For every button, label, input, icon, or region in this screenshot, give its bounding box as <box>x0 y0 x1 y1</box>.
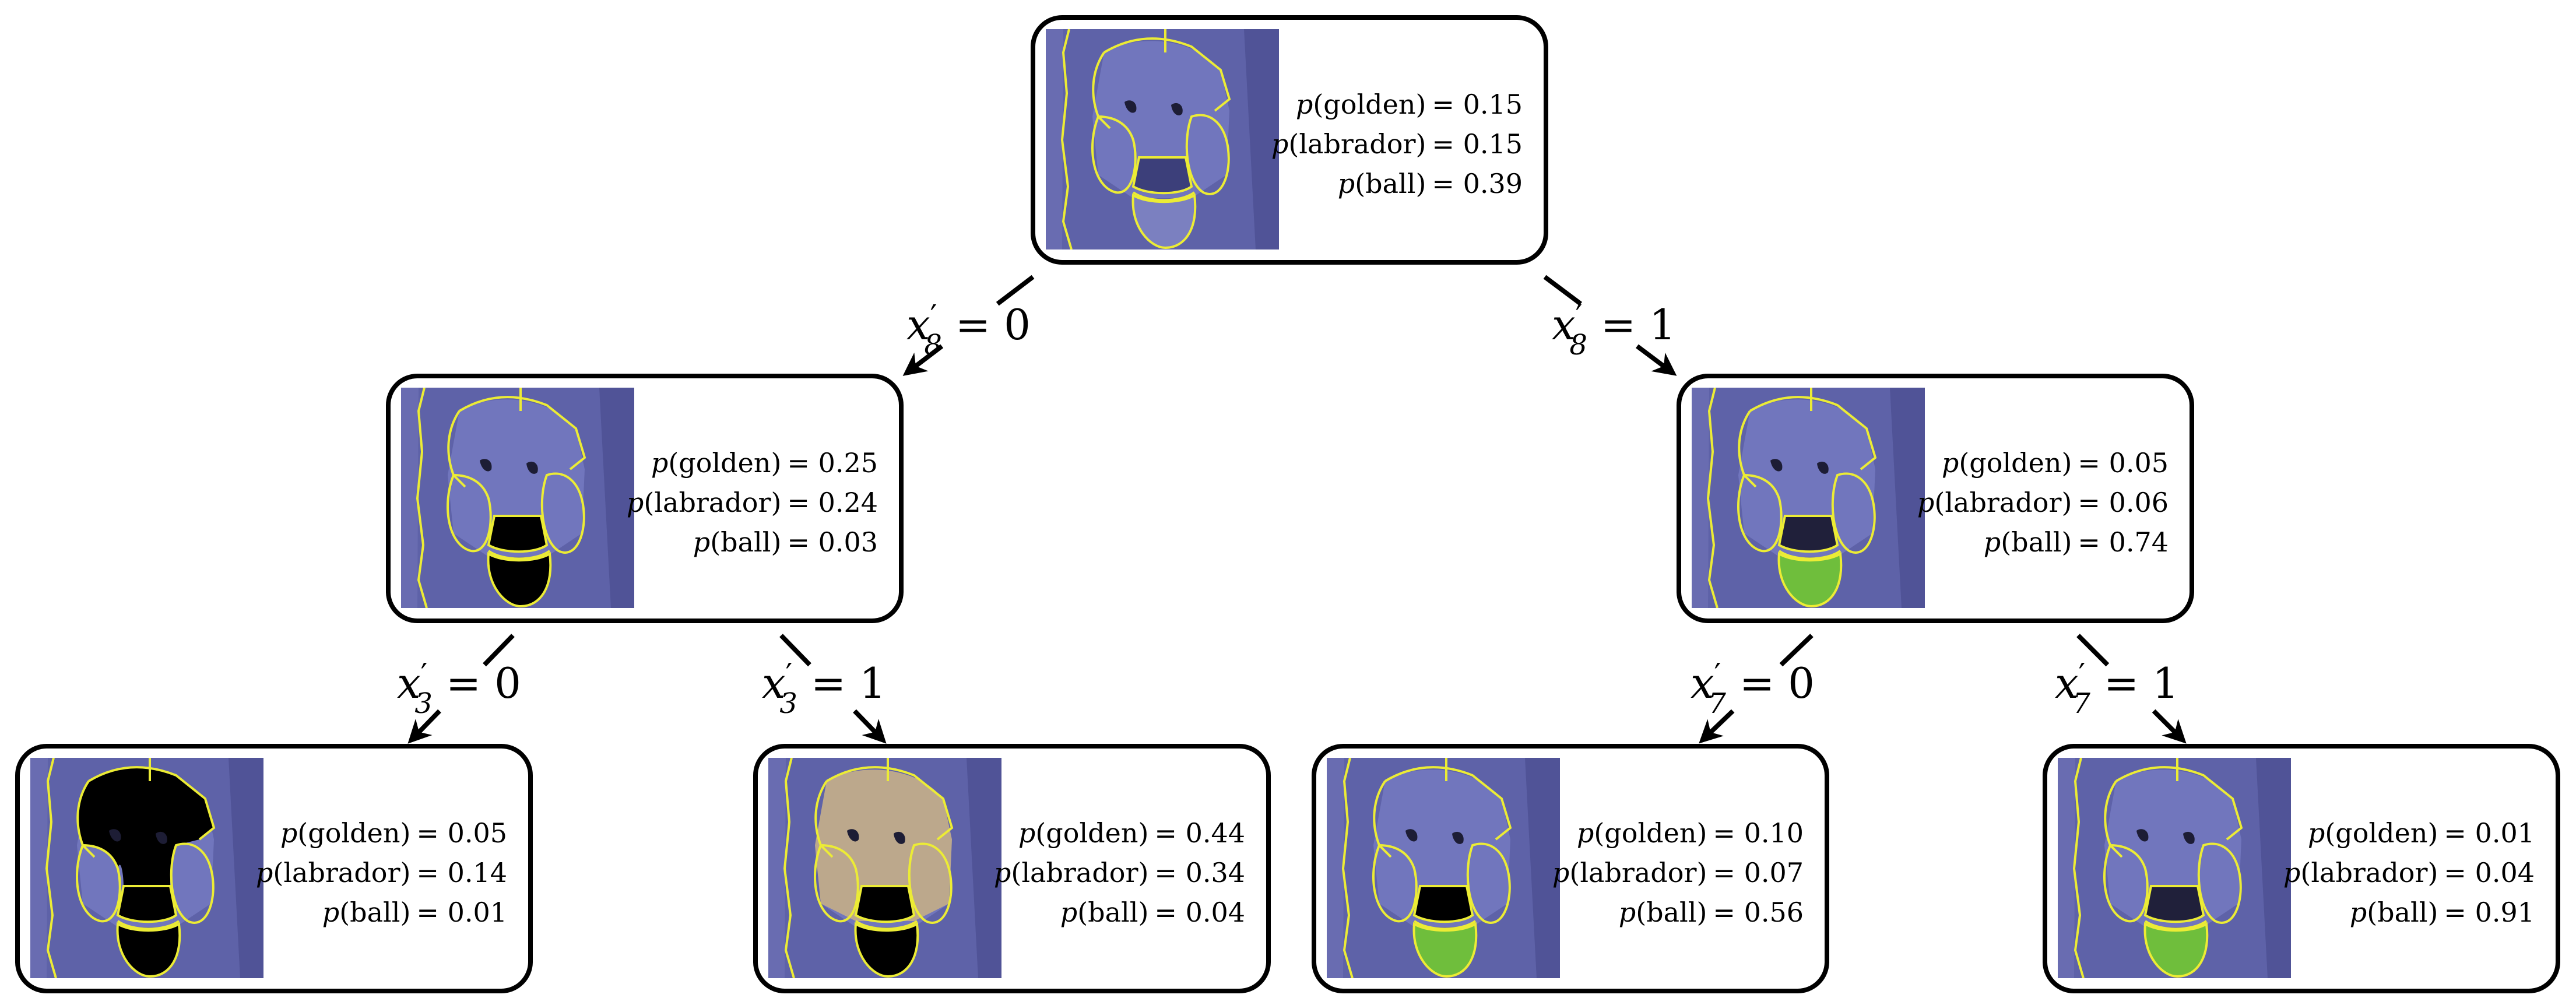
edge-left-to-left-right: x′3 = 1 <box>762 634 887 744</box>
nodes-layer: p(golden)= 0.15 p(labrador)= 0.15 p(ball)=… <box>15 15 2560 993</box>
probability-labrador: p(labrador)= 0.15 <box>1271 128 1523 160</box>
edge-right-to-right-right: x′7 = 1 <box>2055 634 2187 744</box>
tree-node-root: p(golden)= 0.15 p(labrador)= 0.15 p(ball)=… <box>1031 15 1548 265</box>
edge-line <box>1779 634 1814 667</box>
probability-ball: p(ball)= 0.91 <box>2350 897 2535 928</box>
segment-image-root <box>1046 29 1279 250</box>
probability-labrador: p(labrador)= 0.14 <box>256 857 507 888</box>
segment-image-left-left <box>30 758 263 978</box>
edge-line <box>483 634 515 667</box>
probability-ball: p(ball)= 0.03 <box>693 526 878 558</box>
edge-label: x′7 = 1 <box>2055 658 2179 720</box>
probability-golden: p(golden)= 0.25 <box>651 447 878 479</box>
segment-image-right-left <box>1327 758 1560 978</box>
segment-image-right <box>1692 388 1925 608</box>
edge-root-to-right: x′8 = 1 <box>1543 275 1677 376</box>
edge-line <box>779 634 811 667</box>
edge-arrow <box>1635 344 1677 376</box>
probability-golden: p(golden)= 0.15 <box>1296 89 1523 120</box>
probability-labrador: p(labrador)= 0.34 <box>994 857 1245 888</box>
probability-labrador: p(labrador)= 0.07 <box>1552 857 1804 888</box>
probability-golden: p(golden)= 0.44 <box>1018 817 1245 849</box>
tree-node-right-right: p(golden)= 0.01 p(labrador)= 0.04 p(ball)=… <box>2043 744 2560 993</box>
edge-arrow <box>902 344 944 376</box>
edges-layer: x′8 = 0 x′8 = 1 x′3 = 0 x′3 = 1 x′7 = 0 x′7 =… <box>397 275 2187 744</box>
tree-node-right-left: p(golden)= 0.10 p(labrador)= 0.07 p(ball)=… <box>1312 744 1829 993</box>
probability-golden: p(golden)= 0.05 <box>1942 447 2169 479</box>
edge-label: x′8 = 1 <box>1552 299 1676 361</box>
tree-node-right: p(golden)= 0.05 p(labrador)= 0.06 p(ball)=… <box>1677 374 2194 623</box>
edge-label: x′3 = 0 <box>397 658 521 720</box>
tree-node-left: p(golden)= 0.25 p(labrador)= 0.24 p(ball)=… <box>386 374 904 623</box>
probability-labrador: p(labrador)= 0.04 <box>2283 857 2535 888</box>
edge-arrow <box>2152 709 2187 744</box>
edge-arrow <box>407 709 441 744</box>
segment-image-right-right <box>2058 758 2291 978</box>
probability-golden: p(golden)= 0.10 <box>1577 817 1804 849</box>
probability-ball: p(ball)= 0.56 <box>1619 897 1804 928</box>
segment-image-left-right <box>768 758 1001 978</box>
probability-golden: p(golden)= 0.05 <box>280 817 507 849</box>
probability-golden: p(golden)= 0.01 <box>2308 817 2535 849</box>
probability-labrador: p(labrador)= 0.06 <box>1917 487 2169 518</box>
probability-ball: p(ball)= 0.01 <box>322 897 507 928</box>
edge-left-to-left-left: x′3 = 0 <box>397 634 521 744</box>
probability-labrador: p(labrador)= 0.24 <box>627 487 878 518</box>
tree-node-left-left: p(golden)= 0.05 p(labrador)= 0.14 p(ball)=… <box>15 744 533 993</box>
edge-label: x′7 = 0 <box>1691 658 1815 720</box>
edge-label: x′8 = 0 <box>906 299 1031 361</box>
edge-line <box>1543 275 1583 306</box>
edge-line <box>2076 634 2110 667</box>
probability-ball: p(ball)= 0.74 <box>1984 526 2169 558</box>
probability-ball: p(ball)= 0.04 <box>1060 897 1245 928</box>
edge-arrow <box>853 709 887 744</box>
edge-line <box>996 275 1035 306</box>
probability-ball: p(ball)= 0.39 <box>1338 168 1523 199</box>
edge-right-to-right-left: x′7 = 0 <box>1691 634 1815 744</box>
edge-root-to-left: x′8 = 0 <box>902 275 1035 376</box>
edge-label: x′3 = 1 <box>762 658 886 720</box>
edge-arrow <box>1699 709 1735 744</box>
segment-image-left <box>401 388 634 608</box>
tree-node-left-right: p(golden)= 0.44 p(labrador)= 0.34 p(ball)=… <box>753 744 1271 993</box>
